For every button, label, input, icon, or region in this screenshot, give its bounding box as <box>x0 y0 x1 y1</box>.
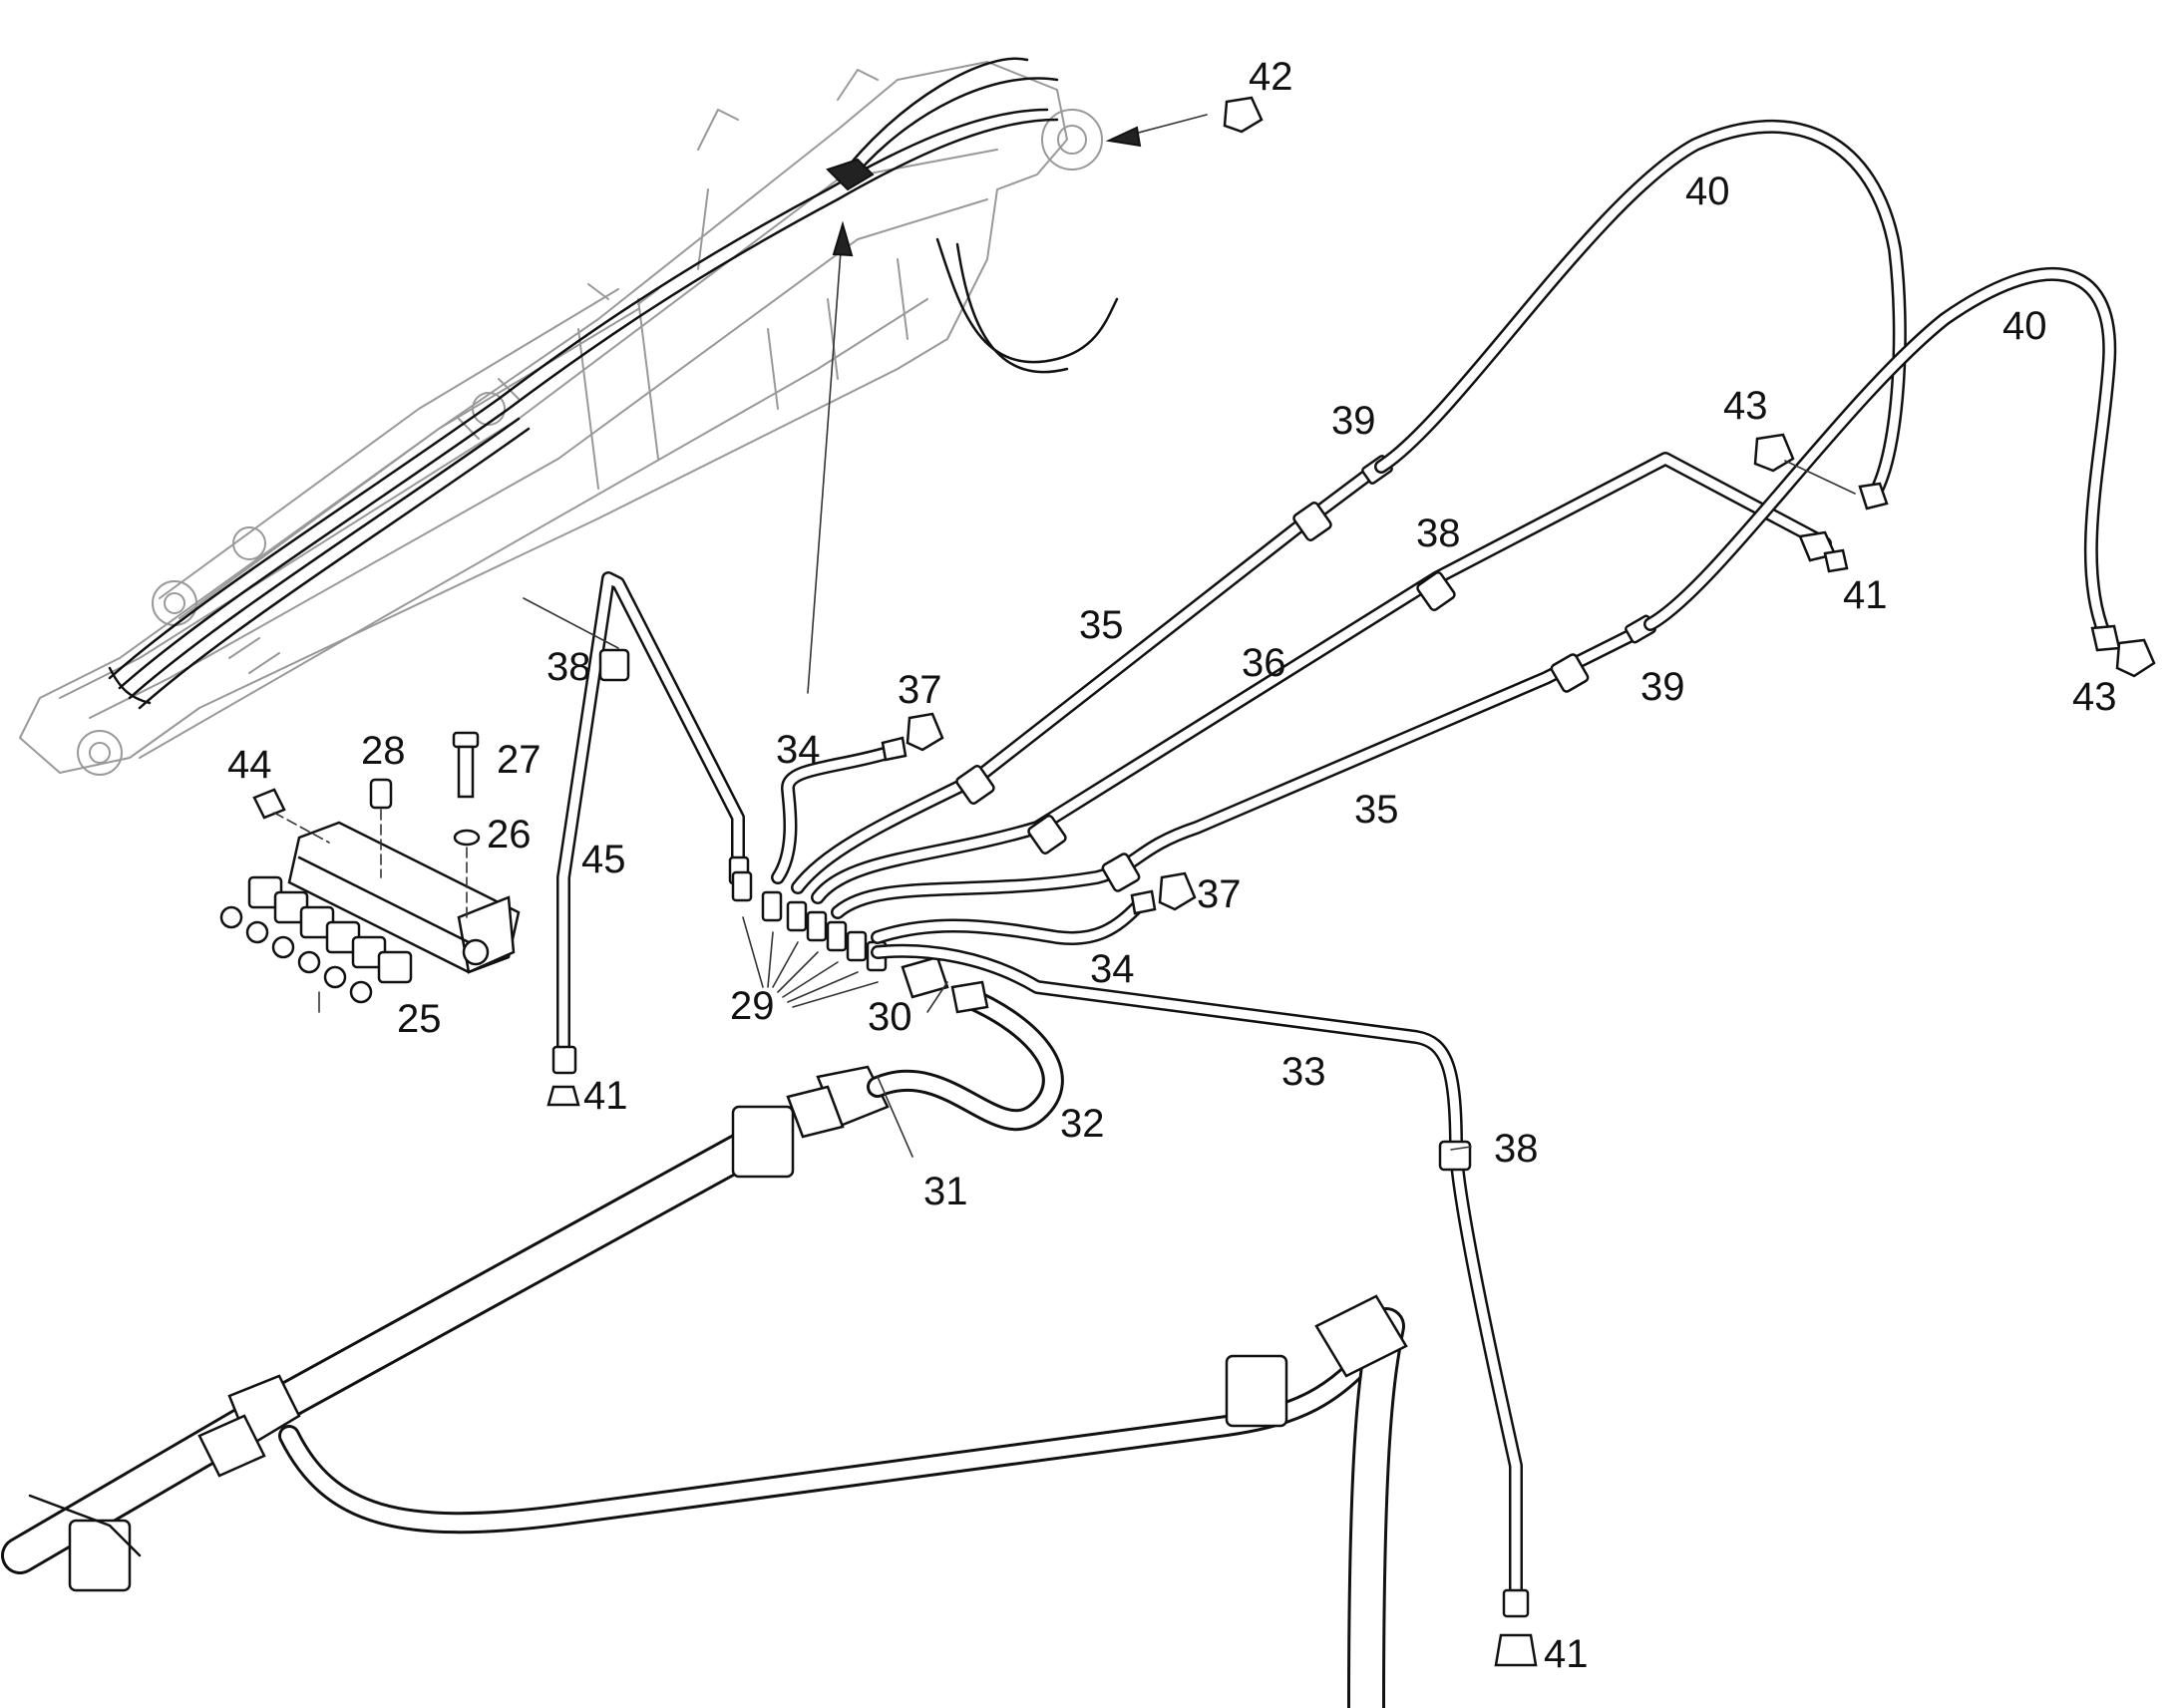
callout-42: 42 <box>1249 55 1293 99</box>
callout-38-left: 38 <box>546 645 591 689</box>
callout-31: 31 <box>923 1170 968 1213</box>
callout-28: 28 <box>361 729 406 773</box>
callout-35-lower: 35 <box>1354 788 1399 832</box>
fitting-37-upper <box>906 712 944 752</box>
leader-arrow-boom <box>807 223 844 694</box>
fitting-42 <box>1223 96 1264 134</box>
fitting-41-upper <box>1823 548 1849 573</box>
callout-35-upper: 35 <box>1079 603 1124 647</box>
fitting-41-left <box>546 1085 580 1107</box>
callout-39-lower: 39 <box>1640 665 1685 709</box>
callout-33: 33 <box>1281 1050 1326 1094</box>
callout-39-upper: 39 <box>1331 399 1376 443</box>
boom-assembly <box>19 57 1119 776</box>
callout-45: 45 <box>581 838 626 881</box>
callout-37-upper: 37 <box>898 668 942 712</box>
valve-block-25 <box>219 821 521 1004</box>
callout-36: 36 <box>1242 641 1286 685</box>
callout-34-lower: 34 <box>1090 947 1135 991</box>
fitting-30 <box>901 955 949 999</box>
callout-44: 44 <box>227 743 272 787</box>
callout-38-upper: 38 <box>1416 512 1461 555</box>
callout-26: 26 <box>487 813 532 856</box>
callout-37-lower: 37 <box>1197 872 1242 916</box>
callout-34-upper: 34 <box>776 728 821 772</box>
main-pipe-assembly <box>1 1065 1408 1708</box>
fitting-43-upper <box>1753 433 1795 473</box>
fitting-37-lower <box>1158 871 1197 911</box>
callout-40-lower: 40 <box>2002 304 2047 348</box>
fitting-43-right <box>2115 638 2156 678</box>
callout-30: 30 <box>868 995 912 1039</box>
callout-43-upper: 43 <box>1723 384 1768 428</box>
callout-41-lower: 41 <box>1544 1632 1589 1676</box>
pipe-45 <box>551 571 750 1075</box>
callout-32: 32 <box>1060 1102 1105 1146</box>
fitting-41-lower <box>1494 1633 1538 1667</box>
callout-29: 29 <box>730 984 775 1028</box>
callout-41-upper: 41 <box>1843 573 1888 617</box>
callout-27: 27 <box>497 738 542 782</box>
callout-40-upper: 40 <box>1685 170 1730 213</box>
pipe-33 <box>871 943 1523 1602</box>
callout-25: 25 <box>397 997 442 1041</box>
small-parts <box>252 731 481 918</box>
callout-43-lower: 43 <box>2072 675 2117 719</box>
callout-38-lower: 38 <box>1494 1127 1539 1171</box>
callout-41-left: 41 <box>583 1074 628 1118</box>
